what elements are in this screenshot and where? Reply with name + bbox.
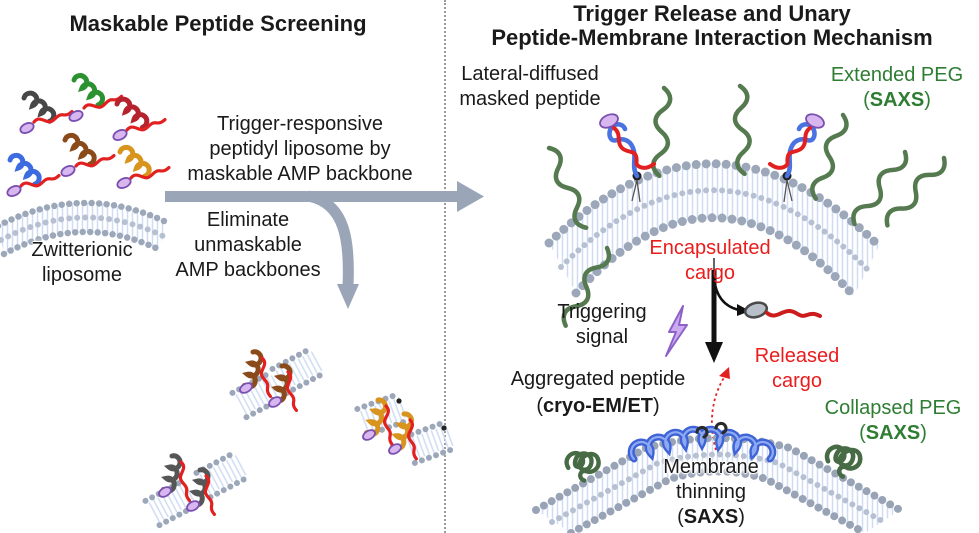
paren: ( <box>536 395 543 417</box>
liposome-membrane-icon <box>0 199 170 258</box>
paren: ( <box>859 422 866 444</box>
triggering-signal-line: signal <box>575 326 629 348</box>
cargo-capsule-icon <box>743 301 822 319</box>
liposome-label-line: Zwitterionic <box>31 239 133 261</box>
peptide-coil-icon <box>116 146 172 189</box>
released-cargo-line: Released <box>754 345 840 367</box>
released-cargo-line: cargo <box>771 370 823 392</box>
arrow-label-bottom-line: Eliminate <box>206 209 290 231</box>
panel-divider-dotted-line <box>444 0 446 533</box>
paren: ) <box>653 395 660 417</box>
method-name: cryo-EM/ET <box>542 395 654 417</box>
extended-peg-label-line: Extended PEG <box>830 64 964 86</box>
liposome-label: Zwitterionic liposome <box>31 238 132 288</box>
paren: ) <box>924 89 931 111</box>
membrane-fragment <box>356 394 456 464</box>
membrane-thinning-method: (SAXS) <box>663 505 759 530</box>
method-name: SAXS <box>869 89 925 111</box>
masked-peptide-label: Lateral-diffused masked peptide <box>459 62 600 112</box>
membrane-thinning-label: Membrane thinning (SAXS) <box>663 455 759 530</box>
liposome-label-line: liposome <box>41 264 123 286</box>
membrane-thinning-line: Membrane <box>663 456 759 478</box>
arrow-label-top-line: peptidyl liposome by <box>209 138 391 160</box>
arrow-label-bottom-line: AMP backbones <box>175 259 321 281</box>
paren: ) <box>738 506 745 528</box>
paren: ( <box>863 89 870 111</box>
collapsed-peg-label-line: Collapsed PEG <box>824 397 962 419</box>
peptide-coil-icon <box>112 98 168 141</box>
encapsulated-cargo-line: Encapsulated <box>649 237 771 259</box>
extended-peg-label: Extended PEG (SAXS) <box>831 63 963 113</box>
collapsed-peg-label: Collapsed PEG (SAXS) <box>825 396 962 446</box>
aggregated-peptide-method: (cryo-EM/ET) <box>511 393 686 420</box>
right-panel-title-line: Trigger Release and Unary <box>573 1 851 26</box>
membrane-fragment <box>145 452 250 526</box>
triggering-signal-line: Triggering <box>557 301 647 323</box>
collapsed-peg-method: (SAXS) <box>825 421 962 446</box>
right-panel-title-line: Peptide-Membrane Interaction Mechanism <box>491 25 933 50</box>
extended-peg-method: (SAXS) <box>831 88 963 113</box>
aggregated-peptide-line: Aggregated peptide <box>510 368 686 390</box>
peptide-coil-icon <box>19 92 75 134</box>
encapsulated-cargo-line: cargo <box>684 262 736 284</box>
arrow-label-bottom-line: unmaskable <box>194 234 302 256</box>
encapsulated-cargo-label: Encapsulated cargo <box>649 236 770 286</box>
lightning-bolt-icon <box>665 305 688 357</box>
left-panel-title: Maskable Peptide Screening <box>69 11 367 36</box>
arrow-label-top-line: maskable AMP backbone <box>187 163 413 185</box>
peptide-coil-icon <box>6 154 62 197</box>
arrow-icon <box>165 181 484 309</box>
triggering-signal-label: Triggering signal <box>557 300 646 350</box>
peptide-library <box>6 74 172 197</box>
aggregated-peptide-helix-icon <box>627 421 777 463</box>
masked-peptide-icon <box>599 113 656 203</box>
paren: ( <box>677 506 684 528</box>
masking-group-icon <box>599 113 619 129</box>
arrow-label-bottom: Eliminate unmaskable AMP backbones <box>175 208 320 283</box>
masked-peptide-label-line: Lateral-diffused <box>461 63 599 85</box>
method-name: SAXS <box>683 506 739 528</box>
released-cargo-label: Released cargo <box>755 344 840 394</box>
release-arrow <box>705 258 750 363</box>
paren: ) <box>920 422 927 444</box>
right-panel-title: Trigger Release and Unary Peptide-Membra… <box>491 2 932 50</box>
arrow-label-top-line: Trigger-responsive <box>216 113 383 135</box>
masked-peptide-label-line: masked peptide <box>459 88 601 110</box>
membrane-thinning-line: thinning <box>675 481 747 503</box>
membrane-fragment <box>232 348 326 418</box>
lipid-anchor-icon <box>695 421 728 439</box>
liposome-membrane-icon <box>544 159 884 301</box>
peptide-coil-icon <box>68 74 125 122</box>
arrow-label-top: Trigger-responsive peptidyl liposome by … <box>187 112 412 187</box>
peptide-coil-icon <box>60 134 117 177</box>
method-name: SAXS <box>865 422 921 444</box>
aggregated-peptide-label: Aggregated peptide (cryo-EM/ET) <box>511 366 686 420</box>
